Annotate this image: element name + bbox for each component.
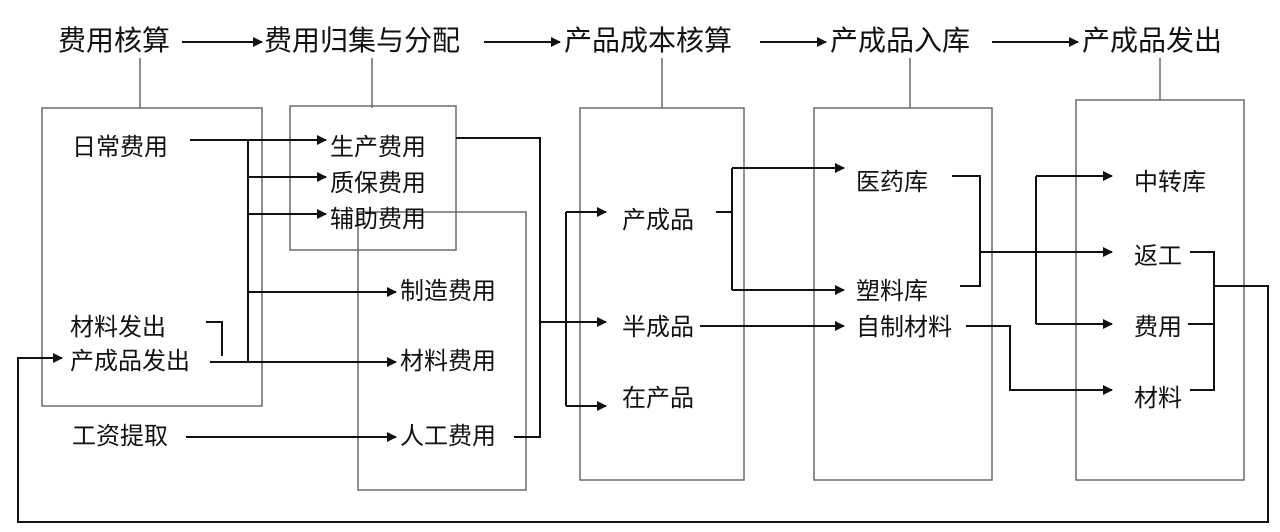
label-transfer-store: 中转库 (1134, 169, 1206, 196)
connector-self-made-to-material (966, 325, 1113, 395)
label-finished-product: 产成品 (622, 207, 694, 234)
box-warehousing (813, 107, 993, 481)
box-cost-accounting (41, 107, 263, 407)
label-material: 材料 (1134, 385, 1182, 412)
connector-medicine-out (952, 175, 981, 287)
label-daily-expense: 日常费用 (72, 134, 168, 161)
label-medicine-store: 医药库 (856, 169, 928, 196)
stage-title-collection-allocation: 费用归集与分配 (264, 25, 460, 56)
label-labor-cost: 人工费用 (400, 423, 496, 450)
label-material-cost: 材料费用 (400, 348, 496, 375)
label-semi-finished: 半成品 (622, 314, 694, 341)
label-quality-cost: 质保费用 (330, 170, 426, 197)
box-product-costing (579, 107, 745, 481)
connector-dispatch-bracket (1190, 251, 1215, 391)
box-allocation-lower (357, 211, 527, 491)
label-expense: 费用 (1134, 314, 1182, 341)
label-material-issue: 材料发出 (70, 314, 166, 341)
box-dispatch (1075, 99, 1245, 481)
label-work-in-process: 在产品 (622, 385, 694, 412)
connector-production-out (456, 137, 541, 438)
label-production-cost: 生产费用 (330, 134, 426, 161)
label-rework: 返工 (1134, 243, 1182, 270)
connector-return-loop (17, 285, 1269, 523)
connector-material-issue-bracket (206, 321, 223, 356)
label-plastic-store: 塑料库 (856, 278, 928, 305)
label-wage-extraction: 工资提取 (72, 423, 168, 450)
stage-title-dispatch: 产成品发出 (1082, 25, 1222, 56)
label-manufacturing-cost: 制造费用 (400, 278, 496, 305)
label-self-made-material: 自制材料 (856, 314, 952, 341)
stage-title-product-costing: 产品成本核算 (564, 25, 732, 56)
label-finished-issue: 产成品发出 (70, 348, 190, 375)
stage-title-cost-accounting: 费用核算 (58, 25, 170, 56)
stage-title-warehousing: 产成品入库 (830, 25, 970, 56)
label-auxiliary-cost: 辅助费用 (330, 206, 426, 233)
